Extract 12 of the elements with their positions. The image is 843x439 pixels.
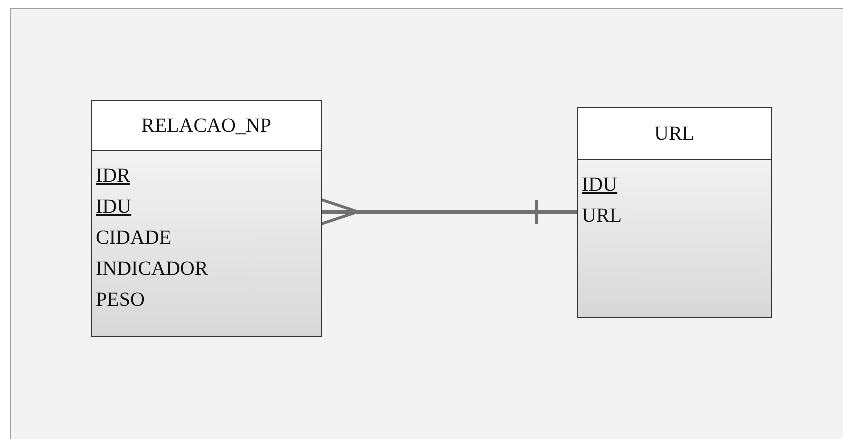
entity-table bbox=[91, 100, 322, 337]
attribute-field: PESO bbox=[92, 285, 145, 316]
relationship-line bbox=[320, 198, 577, 226]
entity-name: RELACAO_NP bbox=[141, 115, 272, 137]
attribute-field: URL bbox=[578, 201, 622, 232]
attribute-field: INDICADOR bbox=[92, 254, 208, 285]
primary-key-field: IDR bbox=[92, 161, 130, 192]
entity-name: URL bbox=[654, 123, 694, 145]
entity-table bbox=[577, 107, 772, 318]
primary-key-field: IDU bbox=[92, 192, 132, 223]
primary-key-field: IDU bbox=[578, 170, 618, 201]
attribute-field: CIDADE bbox=[92, 223, 172, 254]
